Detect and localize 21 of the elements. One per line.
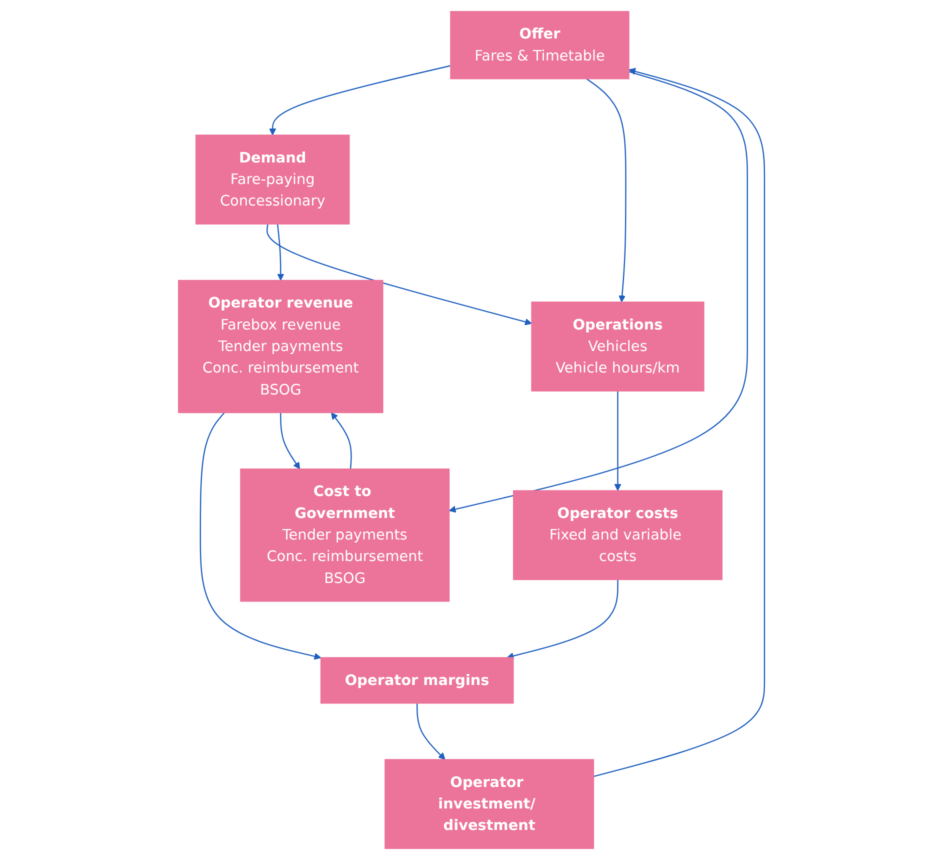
- node-box: [384, 759, 594, 849]
- node-box: [178, 280, 384, 414]
- arrow: [586, 78, 626, 302]
- node-box: [531, 302, 704, 392]
- node-box: [513, 490, 723, 580]
- flowchart-drawing: Offer Fares & Timetable Demand Fare-paying Concessionary Operator revenue Farebox revenue Tender payments Conc. reimbursement BSOG Cost to Government Tender payments Conc. reimbursement BSOG Operations Vehicles Vehicle hours/km Operator costs Fixed and variable costs Operator margins Operator investment/ divestment: [172, 5, 771, 855]
- arrow: [269, 65, 451, 136]
- node-box: [196, 134, 350, 225]
- arrow: [614, 391, 622, 491]
- arrow: [506, 580, 618, 660]
- arrow: [266, 224, 532, 326]
- arrow: [594, 68, 766, 778]
- arrow: [416, 703, 446, 760]
- node-box: [240, 468, 450, 602]
- arrow: [200, 412, 322, 660]
- arrow: [280, 412, 300, 470]
- arrow: [277, 224, 284, 281]
- node-box: [320, 657, 514, 704]
- arrow: [331, 412, 352, 469]
- node-box: [450, 11, 630, 80]
- arrow: [448, 71, 748, 513]
